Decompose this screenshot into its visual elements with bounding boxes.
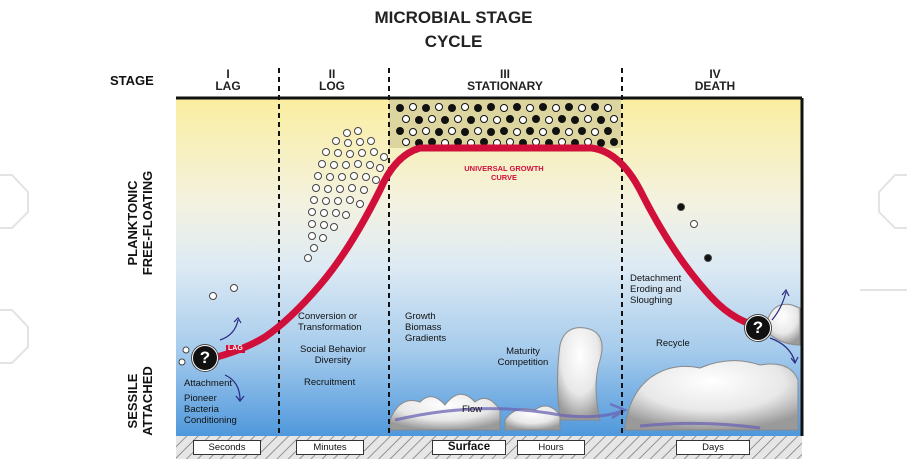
time-days: Days bbox=[676, 440, 750, 455]
annotation-growth: Growth Biomass Gradients bbox=[405, 311, 446, 344]
universal-growth-curve-label: UNIVERSAL GROWTH CURVE bbox=[440, 164, 568, 182]
annotation-maturity-line1: Maturity bbox=[490, 346, 556, 357]
annotation-conditioning: Conditioning bbox=[184, 415, 237, 426]
annotation-detachment: Detachment Eroding and Sloughing bbox=[630, 273, 681, 306]
annotation-social-line1: Social Behavior bbox=[296, 344, 370, 355]
annotation-maturity-line2: Competition bbox=[490, 357, 556, 368]
death-question-mark: ? bbox=[745, 315, 771, 341]
annotation-growth-line3: Gradients bbox=[405, 333, 446, 344]
annotation-detachment-line2: Eroding and bbox=[630, 284, 681, 295]
annotation-conversion-line2: Transformation bbox=[298, 322, 362, 333]
curve-lag-tag: LAG bbox=[226, 345, 245, 353]
annotation-detachment-line3: Sloughing bbox=[630, 295, 681, 306]
time-seconds: Seconds bbox=[193, 440, 261, 455]
curve-label-line1: UNIVERSAL GROWTH bbox=[440, 164, 568, 173]
annotation-conversion-line1: Conversion or bbox=[298, 311, 362, 322]
annotation-attachment: Attachment bbox=[184, 378, 232, 389]
annotation-conversion: Conversion or Transformation bbox=[298, 311, 362, 333]
annotation-recruitment: Recruitment bbox=[304, 377, 355, 388]
annotation-growth-line1: Growth bbox=[405, 311, 446, 322]
time-hours: Hours bbox=[517, 440, 585, 455]
curve-label-line2: CURVE bbox=[440, 173, 568, 182]
annotation-pioneer: Pioneer bbox=[184, 393, 237, 404]
annotation-bacteria: Bacteria bbox=[184, 404, 237, 415]
annotation-flow: Flow bbox=[462, 404, 482, 415]
time-minutes: Minutes bbox=[296, 440, 364, 455]
annotation-detachment-line1: Detachment bbox=[630, 273, 681, 284]
annotation-social-line2: Diversity bbox=[296, 355, 370, 366]
annotation-social: Social Behavior Diversity bbox=[296, 344, 370, 366]
lag-question-mark: ? bbox=[192, 345, 218, 371]
annotation-recycle: Recycle bbox=[656, 338, 690, 349]
annotation-pioneer-bacteria: Pioneer Bacteria Conditioning bbox=[184, 393, 237, 426]
surface-label: Surface bbox=[432, 440, 506, 455]
annotation-growth-line2: Biomass bbox=[405, 322, 446, 333]
annotation-maturity: Maturity Competition bbox=[490, 346, 556, 368]
